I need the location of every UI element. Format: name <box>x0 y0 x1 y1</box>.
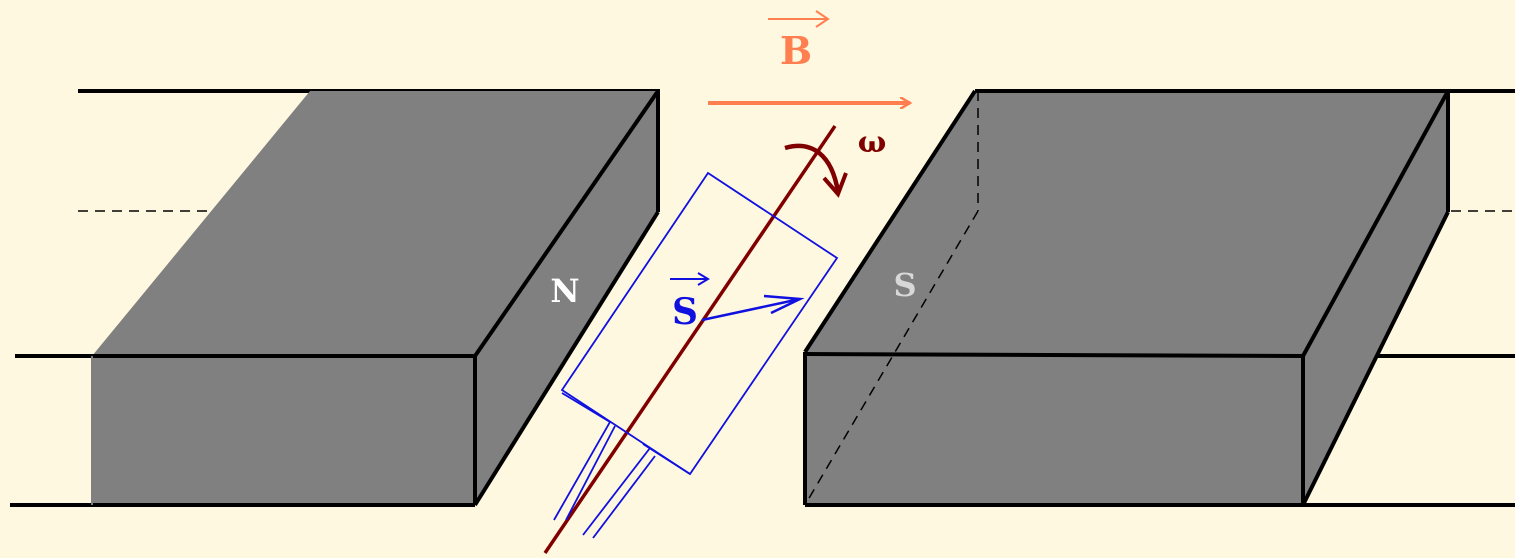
north-pole-label: N <box>550 272 579 310</box>
coil-loop <box>553 171 839 539</box>
surface-vector-label: S <box>672 291 698 333</box>
north-magnet-front-face <box>92 356 475 505</box>
north-magnet-top-face <box>92 91 658 356</box>
south-pole-label: S <box>893 266 916 304</box>
south-magnet <box>803 89 1450 507</box>
field-vector: B <box>708 10 910 103</box>
north-magnet-side-face <box>475 91 658 505</box>
south-magnet-hidden-edges <box>804 91 979 506</box>
rotation-axis <box>543 125 837 554</box>
south-magnet-front-face <box>805 352 1303 505</box>
south-magnet-side-face <box>1303 91 1448 505</box>
north-magnet <box>91 89 660 507</box>
angular-velocity-label: ω <box>858 125 887 160</box>
south-magnet-top-face <box>805 91 1448 356</box>
field-vector-label: B <box>780 28 812 73</box>
surface-vector: S <box>670 272 805 333</box>
rotation-arrow: ω <box>784 125 887 198</box>
